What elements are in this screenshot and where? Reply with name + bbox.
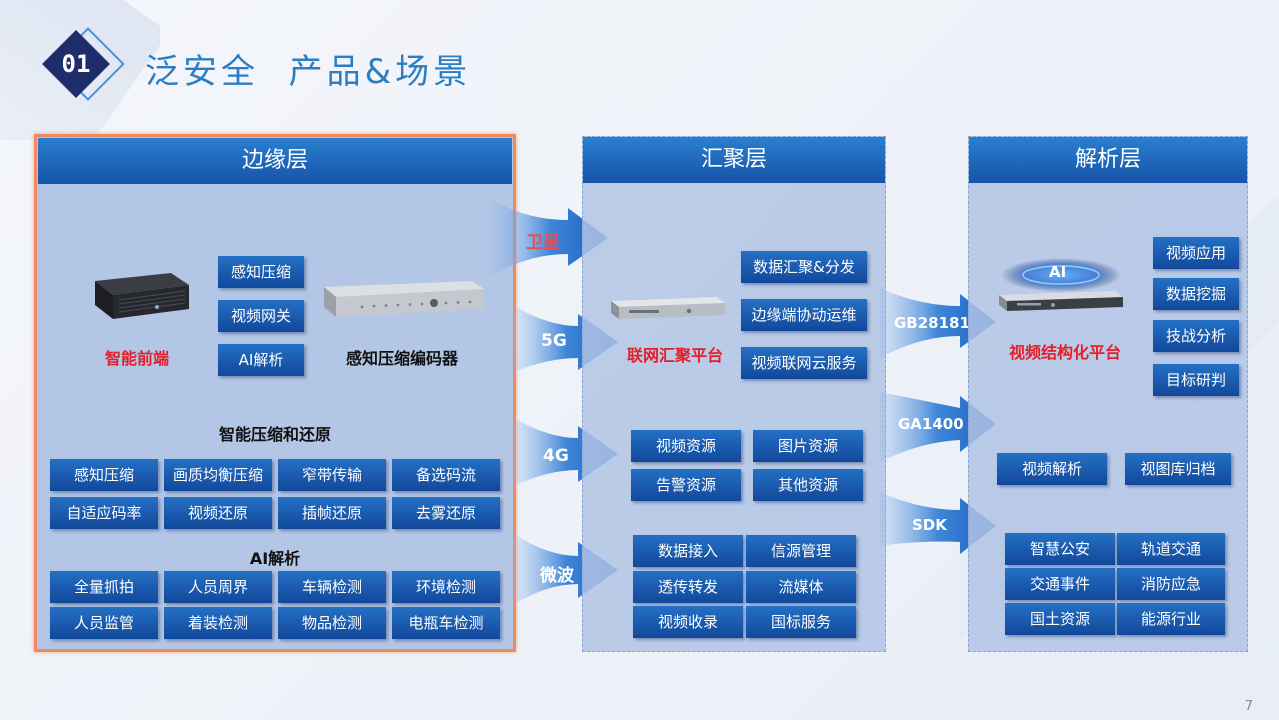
link-label-gb28181: GB28181: [894, 314, 970, 332]
analysis-layer-panel: 解析层 AI 视频结构化平台 视频应用 数据挖掘 技战分析 目标研判 视频解析 …: [968, 136, 1248, 652]
link-label-microwave: 微波: [540, 566, 574, 586]
compression-item[interactable]: 视频还原: [164, 497, 272, 529]
analysis-app[interactable]: 目标研判: [1153, 364, 1239, 396]
ai-item[interactable]: 人员监管: [50, 607, 158, 639]
aggregation-layer-title: 汇聚层: [583, 137, 885, 183]
section-number-badge: 01: [42, 27, 125, 101]
industry-item[interactable]: 智慧公安: [1005, 533, 1115, 565]
arrow-gb28181: [880, 288, 996, 358]
compression-item[interactable]: 备选码流: [392, 459, 500, 491]
arrow-satellite: [492, 200, 608, 276]
analysis-app[interactable]: 视频应用: [1153, 237, 1239, 269]
encoder-label: 感知压缩编码器: [346, 349, 459, 368]
ai-item[interactable]: 人员周界: [164, 571, 272, 603]
encoder-device-icon: [324, 281, 484, 317]
ai-section-title: AI解析: [249, 549, 301, 568]
compression-section-title: 智能压缩和还原: [218, 425, 331, 444]
aggregation-layer-panel: 汇聚层 联网汇聚平台 数据汇聚&分发 边缘端协动运维 视频联网云服务 视频资源 …: [582, 136, 886, 652]
edge-layer-title: 边缘层: [38, 138, 512, 184]
analysis-mid-item[interactable]: 视图库归档: [1125, 453, 1231, 485]
ai-item[interactable]: 电瓶车检测: [392, 607, 500, 639]
ai-item[interactable]: 着装检测: [164, 607, 272, 639]
function-item[interactable]: 数据接入: [633, 535, 743, 567]
function-item[interactable]: 信源管理: [746, 535, 856, 567]
compression-item[interactable]: 画质均衡压缩: [164, 459, 272, 491]
industry-item[interactable]: 轨道交通: [1117, 533, 1225, 565]
smart-front-label: 智能前端: [105, 349, 170, 368]
aggregation-service[interactable]: 视频联网云服务: [741, 347, 867, 379]
page-title: 泛安全 产品&场景: [145, 52, 472, 92]
resource-item[interactable]: 视频资源: [631, 430, 741, 462]
smart-front-device-icon: [95, 273, 189, 319]
ai-item[interactable]: 环境检测: [392, 571, 500, 603]
resource-item[interactable]: 图片资源: [753, 430, 863, 462]
function-item[interactable]: 透传转发: [633, 571, 743, 603]
aggregation-service[interactable]: 边缘端协动运维: [741, 299, 867, 331]
arrow-ga1400: [880, 392, 996, 462]
industry-item[interactable]: 国土资源: [1005, 603, 1115, 635]
link-label-4g: 4G: [543, 446, 569, 466]
function-item[interactable]: 流媒体: [746, 571, 856, 603]
analysis-mid-item[interactable]: 视频解析: [997, 453, 1107, 485]
resource-item[interactable]: 其他资源: [753, 469, 863, 501]
link-label-satellite: 卫星: [526, 233, 560, 253]
edge-feature-ai[interactable]: AI解析: [218, 344, 304, 376]
ai-badge: AI: [1049, 263, 1067, 281]
industry-item[interactable]: 能源行业: [1117, 603, 1225, 635]
edge-feature-compression[interactable]: 感知压缩: [218, 256, 304, 288]
compression-item[interactable]: 窄带传输: [278, 459, 386, 491]
industry-item[interactable]: 消防应急: [1117, 568, 1225, 600]
arrow-sdk: [880, 492, 996, 554]
analysis-app[interactable]: 技战分析: [1153, 320, 1239, 352]
analysis-platform-label: 视频结构化平台: [1009, 343, 1122, 362]
ai-item[interactable]: 车辆检测: [278, 571, 386, 603]
section-number: 01: [61, 50, 91, 78]
compression-item[interactable]: 自适应码率: [50, 497, 158, 529]
edge-feature-video-gateway[interactable]: 视频网关: [218, 300, 304, 332]
compression-item[interactable]: 插帧还原: [278, 497, 386, 529]
function-item[interactable]: 国标服务: [746, 606, 856, 638]
aggregation-service[interactable]: 数据汇聚&分发: [741, 251, 867, 283]
right-link-arrows: [880, 288, 996, 554]
ai-item[interactable]: 全量抓拍: [50, 571, 158, 603]
compression-item[interactable]: 去雾还原: [392, 497, 500, 529]
edge-layer-panel: 边缘层 智能前端 感知压缩 视频网关 AI解析 感知压缩编码器 智能压缩和还原 …: [34, 134, 516, 652]
link-label-ga1400: GA1400: [898, 415, 964, 433]
compression-item[interactable]: 感知压缩: [50, 459, 158, 491]
resource-item[interactable]: 告警资源: [631, 469, 741, 501]
function-item[interactable]: 视频收录: [633, 606, 743, 638]
aggregation-platform-label: 联网汇聚平台: [627, 346, 724, 365]
analysis-layer-title: 解析层: [969, 137, 1247, 183]
link-label-5g: 5G: [541, 331, 567, 351]
link-label-sdk: SDK: [912, 516, 947, 534]
aggregation-server-icon: [611, 297, 725, 319]
ai-item[interactable]: 物品检测: [278, 607, 386, 639]
analysis-app[interactable]: 数据挖掘: [1153, 278, 1239, 310]
ai-server-icon: [999, 258, 1123, 311]
page-number: 7: [1244, 699, 1253, 714]
industry-item[interactable]: 交通事件: [1005, 568, 1115, 600]
